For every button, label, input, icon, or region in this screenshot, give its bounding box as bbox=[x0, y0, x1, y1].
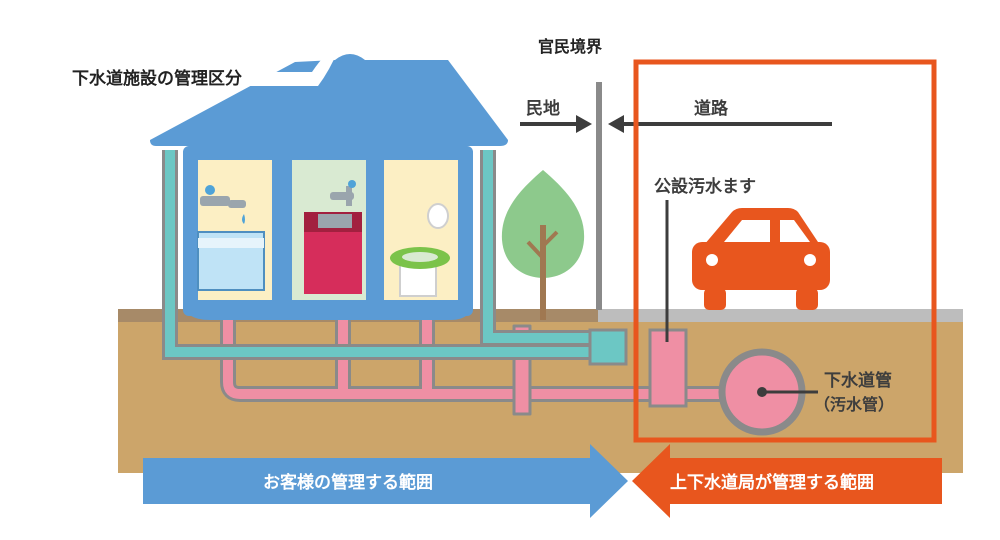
boundary-line bbox=[596, 82, 602, 310]
boundary-label: 官民境界 bbox=[538, 37, 602, 56]
sewer-pipe-sublabel: （汚水管） bbox=[814, 395, 894, 414]
sewer-pipe-label: 下水道管 bbox=[824, 370, 892, 391]
customer-arrow bbox=[143, 444, 628, 518]
car-icon bbox=[692, 208, 830, 310]
sewer-main-pipe bbox=[718, 348, 818, 436]
customer-area-label: お客様の管理する範囲 bbox=[263, 472, 433, 493]
bureau-arrow bbox=[632, 444, 942, 518]
diagram-title: 下水道施設の管理区分 bbox=[72, 68, 242, 89]
rainwater-pipes bbox=[162, 150, 628, 366]
house bbox=[66, 49, 508, 320]
faucet-icon bbox=[200, 185, 246, 224]
kitchen-sink-icon bbox=[304, 180, 362, 294]
public-inlet bbox=[648, 200, 688, 408]
private-land-label: 民地 bbox=[526, 98, 560, 119]
public-inlet-label: 公設汚水ます bbox=[654, 176, 756, 197]
direction-arrows bbox=[520, 115, 832, 133]
bureau-area-label: 上下水道局が管理する範囲 bbox=[670, 472, 874, 493]
road-label: 道路 bbox=[694, 98, 729, 119]
tree-icon bbox=[501, 170, 585, 320]
bathtub-icon bbox=[197, 231, 265, 291]
bureau-area-outline bbox=[633, 59, 937, 443]
toilet-icon bbox=[390, 203, 450, 297]
